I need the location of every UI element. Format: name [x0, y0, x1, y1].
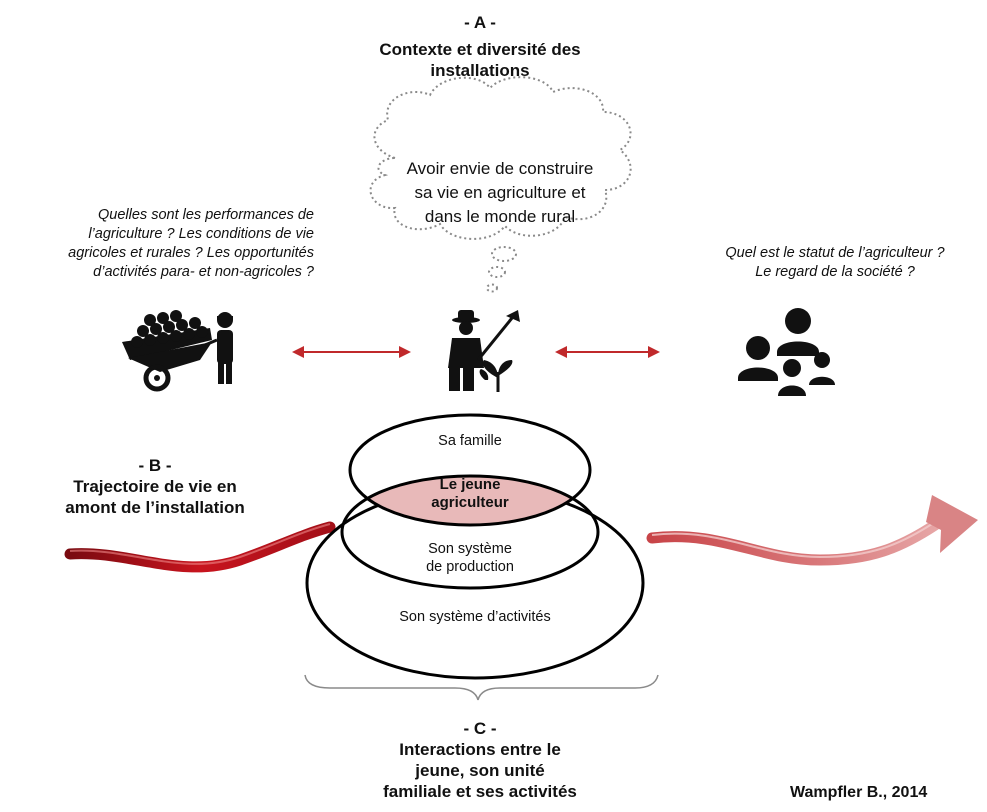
section-b-marker: - B - [138, 456, 172, 475]
cloud-line1: Avoir envie de construire [406, 159, 594, 178]
section-c-title-line1: Interactions entre le [399, 740, 561, 759]
ellipse-highlight [350, 476, 590, 525]
thought-cloud-shape [369, 76, 632, 293]
ellipse-system [305, 413, 645, 680]
section-c-heading: - C - Interactions entre le jeune, son u… [330, 718, 630, 802]
double-arrow-left [292, 346, 411, 358]
left-question-line2: l’agriculture ? Les conditions de vie [88, 226, 314, 242]
production-line2: de production [426, 559, 514, 575]
section-c-title-line3: familiale et ses activités [383, 782, 577, 801]
left-question-line4: d’activités para- et non-agricoles ? [93, 264, 314, 280]
right-question-line1: Quel est le statut de l’agriculteur ? [725, 245, 945, 261]
section-b-title-line1: Trajectoire de vie en [73, 477, 237, 496]
family-label: Sa famille [438, 433, 502, 449]
cloud-line3: dans le monde rural [424, 207, 576, 226]
double-arrow-right [555, 346, 660, 358]
right-question-line2: Le regard de la société ? [755, 264, 915, 280]
section-a-marker: - A - [464, 13, 496, 32]
right-question: Quel est le statut de l’agriculteur ? Le… [690, 244, 980, 282]
author-credit: Wampfler B., 2014 [790, 784, 928, 801]
section-c-title-line2: jeune, son unité [415, 761, 545, 780]
curly-brace [304, 674, 659, 701]
trajectory-wave-left [64, 521, 336, 573]
section-a-heading: - A - Contexte et diversité des installa… [330, 12, 630, 81]
wheelbarrow-farmer-icon [122, 310, 233, 392]
trajectory-arrowhead [926, 495, 978, 553]
cloud-line2: sa vie en agriculture et [414, 183, 586, 202]
young-farmer-line2: agriculteur [431, 494, 509, 511]
section-b-title-line2: amont de l’installation [65, 498, 245, 517]
thought-cloud-text: Avoir envie de construire sa vie en agri… [385, 157, 615, 229]
trajectory-wave-right [646, 519, 941, 566]
section-c-marker: - C - [463, 719, 497, 738]
left-question-line3: agricoles et rurales ? Les opportunités [68, 245, 314, 261]
section-b-heading: - B - Trajectoire de vie en amont de l’i… [20, 455, 290, 518]
left-question-line1: Quelles sont les performances de [98, 207, 314, 223]
young-farmer-label: Le jeune agriculteur [400, 476, 540, 512]
section-a-title-line2: installations [430, 61, 530, 80]
young-farmer-line1: Le jeune [439, 476, 501, 493]
ellipse-production [340, 474, 600, 590]
group-of-people-icon [738, 308, 835, 396]
ellipse-family [348, 413, 592, 527]
activities-system-label: Son système d’activités [399, 609, 551, 625]
left-question: Quelles sont les performances de l’agric… [14, 206, 314, 282]
production-line1: Son système [428, 541, 512, 557]
section-a-title-line1: Contexte et diversité des [379, 40, 581, 59]
farmer-with-hoe-icon [448, 310, 520, 392]
production-system-label: Son système de production [400, 540, 540, 576]
